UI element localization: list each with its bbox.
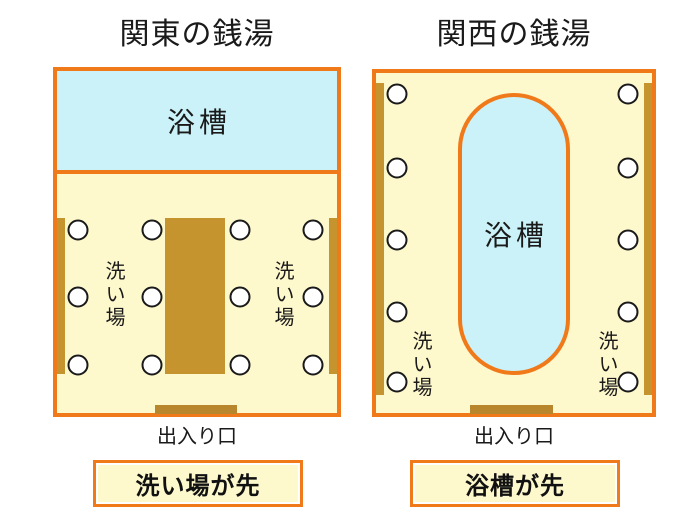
kansai-bench-strip-right <box>644 83 652 395</box>
kansai-bench-strip-left <box>376 83 384 395</box>
faucet-circle <box>141 219 163 241</box>
faucet-circle <box>617 371 639 393</box>
faucet-circle <box>386 371 408 393</box>
kansai-entrance-gap <box>470 405 553 414</box>
faucet-circle <box>67 354 89 376</box>
kanto-faucet-layer <box>57 71 337 413</box>
faucet-circle <box>302 286 324 308</box>
kansai-entrance-label: 出入り口 <box>474 426 554 448</box>
faucet-circle <box>229 354 251 376</box>
faucet-circle <box>67 286 89 308</box>
kanto-bathtub-area: 浴槽 <box>57 71 337 174</box>
kansai-bathtub-label: 浴槽 <box>483 220 548 251</box>
faucet-circle <box>386 229 408 251</box>
kanto-caption-box: 洗い場が先 <box>93 460 303 507</box>
faucet-circle <box>229 286 251 308</box>
kansai-wash-area-label-right: 洗い場 <box>595 330 617 400</box>
faucet-circle <box>302 219 324 241</box>
kansai-wash-area-label-left: 洗い場 <box>409 330 431 400</box>
kansai-bathtub-area: 浴槽 <box>458 93 570 375</box>
kanto-bench-strip-left <box>57 218 65 374</box>
faucet-circle <box>617 229 639 251</box>
faucet-circle <box>386 301 408 323</box>
faucet-circle <box>386 83 408 105</box>
kanto-bench-strip-right <box>329 218 337 374</box>
kanto-entrance-gap <box>155 405 237 414</box>
faucet-circle <box>302 354 324 376</box>
kansai-floorplan: 浴槽 洗い場 洗い場 <box>372 69 656 417</box>
kanto-wash-area-label-right: 洗い場 <box>271 260 293 330</box>
faucet-circle <box>141 286 163 308</box>
kanto-caption-text: 洗い場が先 <box>135 473 261 500</box>
kanto-entrance-label: 出入り口 <box>157 426 237 448</box>
kansai-faucet-layer <box>376 73 652 413</box>
kansai-caption-text: 浴槽が先 <box>465 473 565 500</box>
kanto-wash-area-label-left: 洗い場 <box>102 260 124 330</box>
faucet-circle <box>67 219 89 241</box>
kanto-floorplan: 浴槽 洗い場 洗い場 <box>53 67 341 417</box>
kanto-center-partition <box>165 218 225 374</box>
faucet-circle <box>617 157 639 179</box>
faucet-circle <box>229 219 251 241</box>
kansai-panel-title: 関西の銭湯 <box>436 18 592 51</box>
kansai-caption-box: 浴槽が先 <box>410 460 620 507</box>
kanto-bathtub-label: 浴槽 <box>166 106 231 138</box>
faucet-circle <box>617 83 639 105</box>
kanto-panel-title: 関東の銭湯 <box>119 18 275 51</box>
faucet-circle <box>386 157 408 179</box>
faucet-circle <box>141 354 163 376</box>
faucet-circle <box>617 301 639 323</box>
